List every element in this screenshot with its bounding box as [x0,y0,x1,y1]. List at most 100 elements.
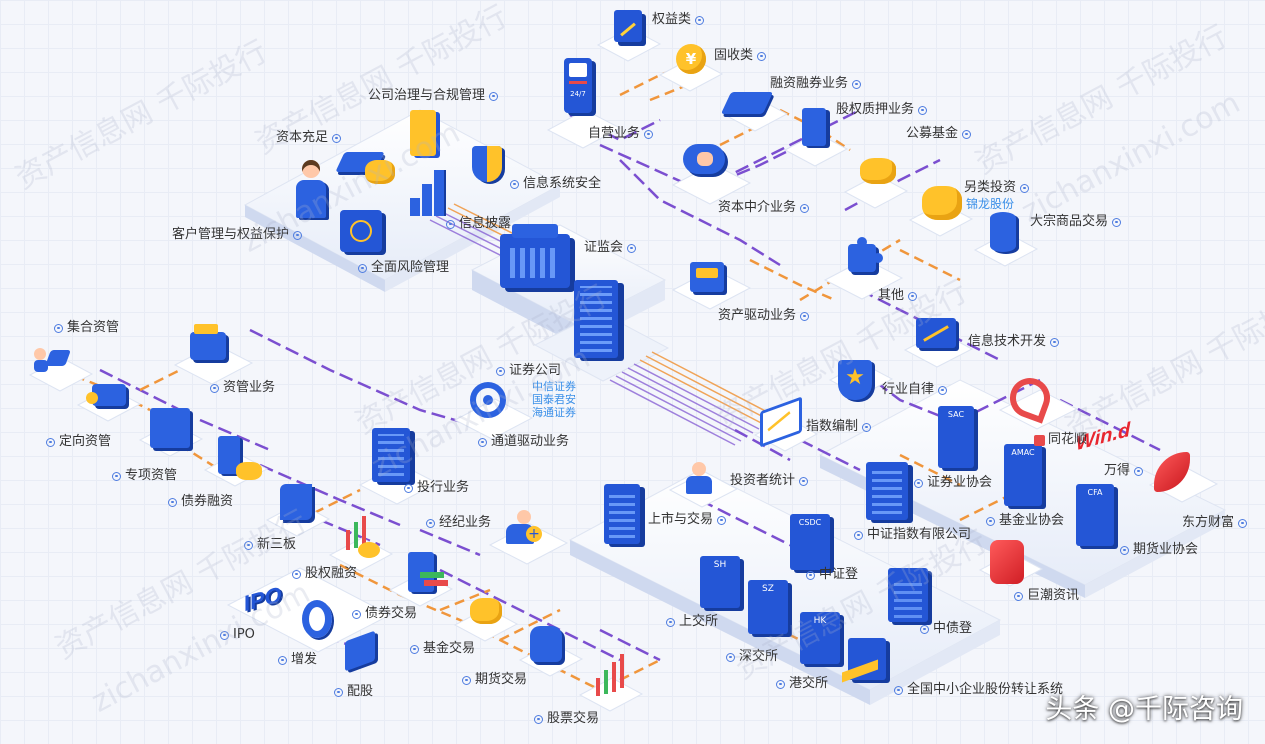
building-tower-icon [372,428,410,482]
fixed-income-coin-icon: ¥ [676,44,706,74]
label-xinxi-pilu: 信息披露 [442,216,511,232]
expand-icon[interactable] [908,291,918,301]
expand-icon[interactable] [1120,545,1129,555]
expand-icon[interactable] [244,540,253,550]
expand-icon[interactable] [806,570,815,580]
expand-icon[interactable] [54,323,63,333]
expand-icon[interactable] [1050,337,1060,347]
expand-icon[interactable] [799,476,809,486]
expand-icon[interactable] [717,515,727,525]
monitor-chart-icon [916,318,956,348]
expand-icon[interactable] [489,91,499,101]
expand-icon[interactable] [410,644,419,654]
label-shangjiaosuo: 上交所 [662,614,718,630]
sse-building-icon: SH [700,556,740,608]
atm-label: 24/7 [570,90,586,98]
lock-document-icon [802,108,826,146]
expand-icon[interactable] [918,105,928,115]
expand-icon[interactable] [352,609,361,619]
label-xinsanban: 新三板 [240,537,296,553]
expand-icon[interactable] [210,383,219,393]
expand-icon[interactable] [496,366,505,376]
expand-icon[interactable] [894,685,903,695]
source-credit: 头条 @千际咨询 [1045,694,1243,725]
expand-icon[interactable] [534,714,543,724]
label-zhongzhaideng: 中债登 [916,621,972,637]
expand-icon[interactable] [510,179,519,189]
expand-icon[interactable] [986,516,995,526]
expand-icon[interactable] [914,478,923,488]
asset-machine-icon [690,262,724,292]
label-jihe-ziguan: 集合资管 [50,320,119,336]
expand-icon[interactable] [358,263,367,273]
label-guquan-rongzi: 股权融资 [288,566,357,582]
expand-icon[interactable] [862,422,872,432]
stock-candlestick-icon [594,654,630,700]
expand-icon[interactable] [962,129,972,139]
expand-icon[interactable] [292,569,301,579]
expand-icon[interactable] [1134,466,1144,476]
label-ziying: 自营业务 [588,126,657,142]
expand-icon[interactable] [627,243,637,253]
label-gupiao-jiaoyi: 股票交易 [530,711,599,727]
label-xinxi-anquan: 信息系统安全 [506,176,601,192]
label-dingxiang: 定向资管 [42,434,111,450]
expand-icon[interactable] [757,51,767,61]
label-wande: 万得 [1104,463,1147,479]
expand-icon[interactable] [800,203,810,213]
expand-icon[interactable] [726,652,735,662]
label-zhaiquan-rongzi: 债券融资 [164,494,233,510]
expand-icon[interactable] [938,385,948,395]
expand-icon[interactable] [1014,591,1023,601]
label-xinxi-jishu: 信息技术开发 [968,334,1063,350]
expand-icon[interactable] [644,129,654,139]
expand-icon[interactable] [800,311,810,321]
expand-icon[interactable] [278,655,287,665]
expand-icon[interactable] [920,624,929,634]
warning-icon [1034,434,1045,446]
expand-icon[interactable] [220,630,229,640]
label-quanmian-fengxian: 全面风险管理 [354,260,449,276]
label-touhang: 投行业务 [400,480,469,496]
expand-icon[interactable] [1112,217,1122,227]
expand-icon[interactable] [852,79,862,89]
database-icon [990,212,1016,252]
sub-zx2: 国泰君安 [532,393,576,406]
label-ziben-zhongjie: 资本中介业务 [718,200,813,216]
expand-icon[interactable] [112,471,121,481]
label-kehu-guanli: 客户管理与权益保护 [172,227,306,243]
expand-icon[interactable] [776,679,785,689]
expand-icon[interactable] [426,518,435,528]
expand-icon[interactable] [478,437,487,447]
expand-icon[interactable] [1020,183,1030,193]
expand-icon[interactable] [695,15,705,25]
expand-icon[interactable] [293,230,303,240]
sub-jinlong: 锦龙股份 [966,197,1015,211]
expand-icon[interactable] [462,675,471,685]
coins-icon [365,160,395,184]
expand-icon[interactable] [46,437,55,447]
bond-document-icon [218,436,240,474]
expand-icon[interactable] [332,133,342,143]
bond-trading-icon [408,552,448,592]
equity-chart-icon [614,10,642,42]
label-shenjiaosuo: 深交所 [722,649,778,665]
star-badge-icon: ★ [838,360,872,400]
investor-card-icon [34,346,71,372]
label-gongsi-zhili: 公司治理与合规管理 [368,88,502,104]
expand-icon[interactable] [334,687,343,697]
expand-icon[interactable] [666,617,675,627]
label-linglei-touzi: 另类投资 [964,180,1033,196]
expand-icon[interactable] [446,219,455,229]
label-zhishu-bianzhi: 指数编制 [806,419,875,435]
expand-icon[interactable] [404,483,413,493]
expand-icon[interactable] [168,497,177,507]
label-jijin-jiaoyi: 基金交易 [406,641,475,657]
coin-pile-icon [922,186,962,220]
expand-icon[interactable] [854,530,863,540]
businessman-icon [296,160,326,218]
expand-icon[interactable] [1238,518,1248,528]
atm-icon: 24/7 [564,58,592,113]
